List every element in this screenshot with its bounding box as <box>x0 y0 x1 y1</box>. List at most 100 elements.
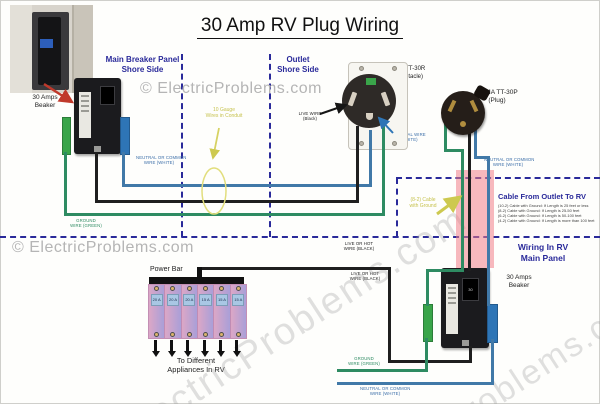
divider-rv-top <box>0 236 600 238</box>
breaker-lug <box>462 340 469 346</box>
power-bar: 20 A 20 A 20 A 15 A 15 A 15 A <box>148 284 247 339</box>
power-bar-bus <box>149 277 244 284</box>
neutral-wire-label: NEUTRAL WIRE (WHITE) <box>390 132 428 143</box>
breaker-label-strip <box>79 92 91 138</box>
screw <box>392 141 397 146</box>
diagram-title: 30 Amp RV Plug Wiring <box>196 15 404 39</box>
neutral-wire <box>337 382 494 385</box>
power-bar-feed <box>197 267 202 278</box>
line1: To Different <box>176 356 216 365</box>
live-wire <box>200 267 391 270</box>
neutral-wire <box>487 156 490 306</box>
line2: WIRE (GREEN) <box>70 223 102 229</box>
breaker-rating: 20 A <box>183 294 196 306</box>
conduit-ellipse <box>201 167 227 215</box>
line1: Wiring In RV <box>517 242 569 252</box>
line2: (WHITE) <box>400 137 418 143</box>
cable-spec-4: (4-2) Cable with Ground: If Length is mo… <box>498 218 595 224</box>
live-wire-label: LIVE WIRE (Black) <box>294 111 326 122</box>
breaker-rating: 15 A <box>199 294 212 306</box>
shore-breaker-label: 30 Amps Beaker <box>20 94 70 110</box>
line1: 10 Gauge <box>213 107 235 113</box>
line2: Appliances In RV <box>167 365 225 375</box>
live-hot-label-2: LIVE OR HOT WIRE (BLACK) <box>344 271 386 282</box>
ground-label-shore: GROUND WIRE (GREEN) <box>64 218 108 229</box>
line2: Beaker <box>34 102 56 110</box>
branch-breaker: 15 A <box>230 285 246 338</box>
ground-wire <box>337 369 428 372</box>
line2: Wires in Conduit <box>205 113 243 120</box>
appliance-arrow <box>183 340 192 357</box>
neutral-wire <box>491 339 494 385</box>
line2: WIRE (WHITE) <box>369 391 401 397</box>
divider-cable-top <box>396 177 600 179</box>
appliance-arrow <box>216 340 225 357</box>
cable-title: Cable From Outlet To RV <box>498 192 587 201</box>
breaker-toggle <box>100 86 115 105</box>
divider-cable-left <box>396 178 398 237</box>
line1: (8-2) Cable <box>410 197 436 203</box>
receptacle-neutral-slot <box>380 91 391 107</box>
plug-prong <box>447 99 457 113</box>
live-wire <box>95 200 359 203</box>
neutral-wire <box>474 126 477 159</box>
rv-ground-bar <box>423 304 433 342</box>
line2: Shore Side <box>277 65 319 74</box>
ground-wire <box>426 269 429 306</box>
receptacle-hot-slot <box>347 91 358 107</box>
outlet-label: Outlet Shore Side <box>260 55 336 75</box>
neutral-common-label-shore: NEUTRAL OR COMMON WIRE (WHITE) <box>136 155 186 166</box>
photo-breaker-stack <box>38 17 61 85</box>
breaker-rating: 20 A <box>150 294 163 306</box>
line2: (Plug) <box>488 97 506 105</box>
ground-wire <box>64 152 67 216</box>
photo-blue-breaker <box>40 39 53 48</box>
neutral-wire <box>122 152 125 186</box>
photo-wall <box>10 5 32 93</box>
breaker-rating: 15 A <box>232 294 245 306</box>
line1: 30 Amps <box>32 94 58 101</box>
neutral-wire <box>369 130 372 187</box>
branch-breaker: 20 A <box>181 285 198 338</box>
breaker-toggle: 30 <box>462 278 479 301</box>
cable-spec-1: (10-2) Cable with Ground: If Length is 2… <box>498 203 589 208</box>
plug-label: NEMA TT-30P (Plug) <box>462 89 532 105</box>
live-wire <box>468 115 471 271</box>
ground-wire <box>444 149 464 152</box>
breaker-label-strip <box>446 284 458 334</box>
divider-shore-right <box>269 54 271 237</box>
cable-callout-label: (8-2) Cable with Ground <box>403 197 443 210</box>
appliance-arrow <box>232 340 241 357</box>
plug-ground-prong <box>460 121 466 127</box>
live-wire <box>356 126 359 203</box>
neutral-common-label-rv: NEUTRAL OR COMMON WIRE (WHITE) <box>360 386 410 397</box>
line1: LIVE OR HOT <box>344 241 374 246</box>
line1: LIVE OR HOT <box>350 271 380 276</box>
cable-specs: (10-2) Cable with Ground: If Length is 2… <box>498 203 594 223</box>
rv-breaker-image: 30 <box>441 268 489 348</box>
ground-wire <box>461 149 464 272</box>
line2: (Black) <box>302 116 318 122</box>
line1: Main Breaker Panel <box>105 55 180 64</box>
diagram-title-wrap: 30 Amp RV Plug Wiring <box>0 15 600 39</box>
line1: Outlet <box>286 55 310 64</box>
line1: NEUTRAL OR COMMON <box>360 386 411 391</box>
line1: GROUND <box>354 356 374 361</box>
appliance-arrow <box>200 340 209 357</box>
ground-wire <box>425 338 428 372</box>
line1: NEMA TT-30P <box>476 89 518 96</box>
rv-neutral-bar <box>487 304 498 343</box>
appliance-arrow <box>151 340 160 357</box>
line1: 30 Amps <box>506 274 532 281</box>
line2: WIRE (WHITE) <box>143 160 175 166</box>
power-bar-label: Power Bar <box>150 266 183 273</box>
watermark-mid: © ElectricProblems.com <box>12 239 194 256</box>
line2: WIRE (BLACK) <box>343 246 375 252</box>
ground-label-rv: GROUND WIRE (GREEN) <box>344 356 384 367</box>
main-breaker-panel-label: Main Breaker Panel Shore Side <box>95 55 190 75</box>
screw <box>392 66 397 71</box>
ground-wire <box>64 213 385 216</box>
live-wire <box>388 360 472 363</box>
cable-spec-2: (8-2) Cable with Ground: If Length is 25… <box>498 208 580 214</box>
